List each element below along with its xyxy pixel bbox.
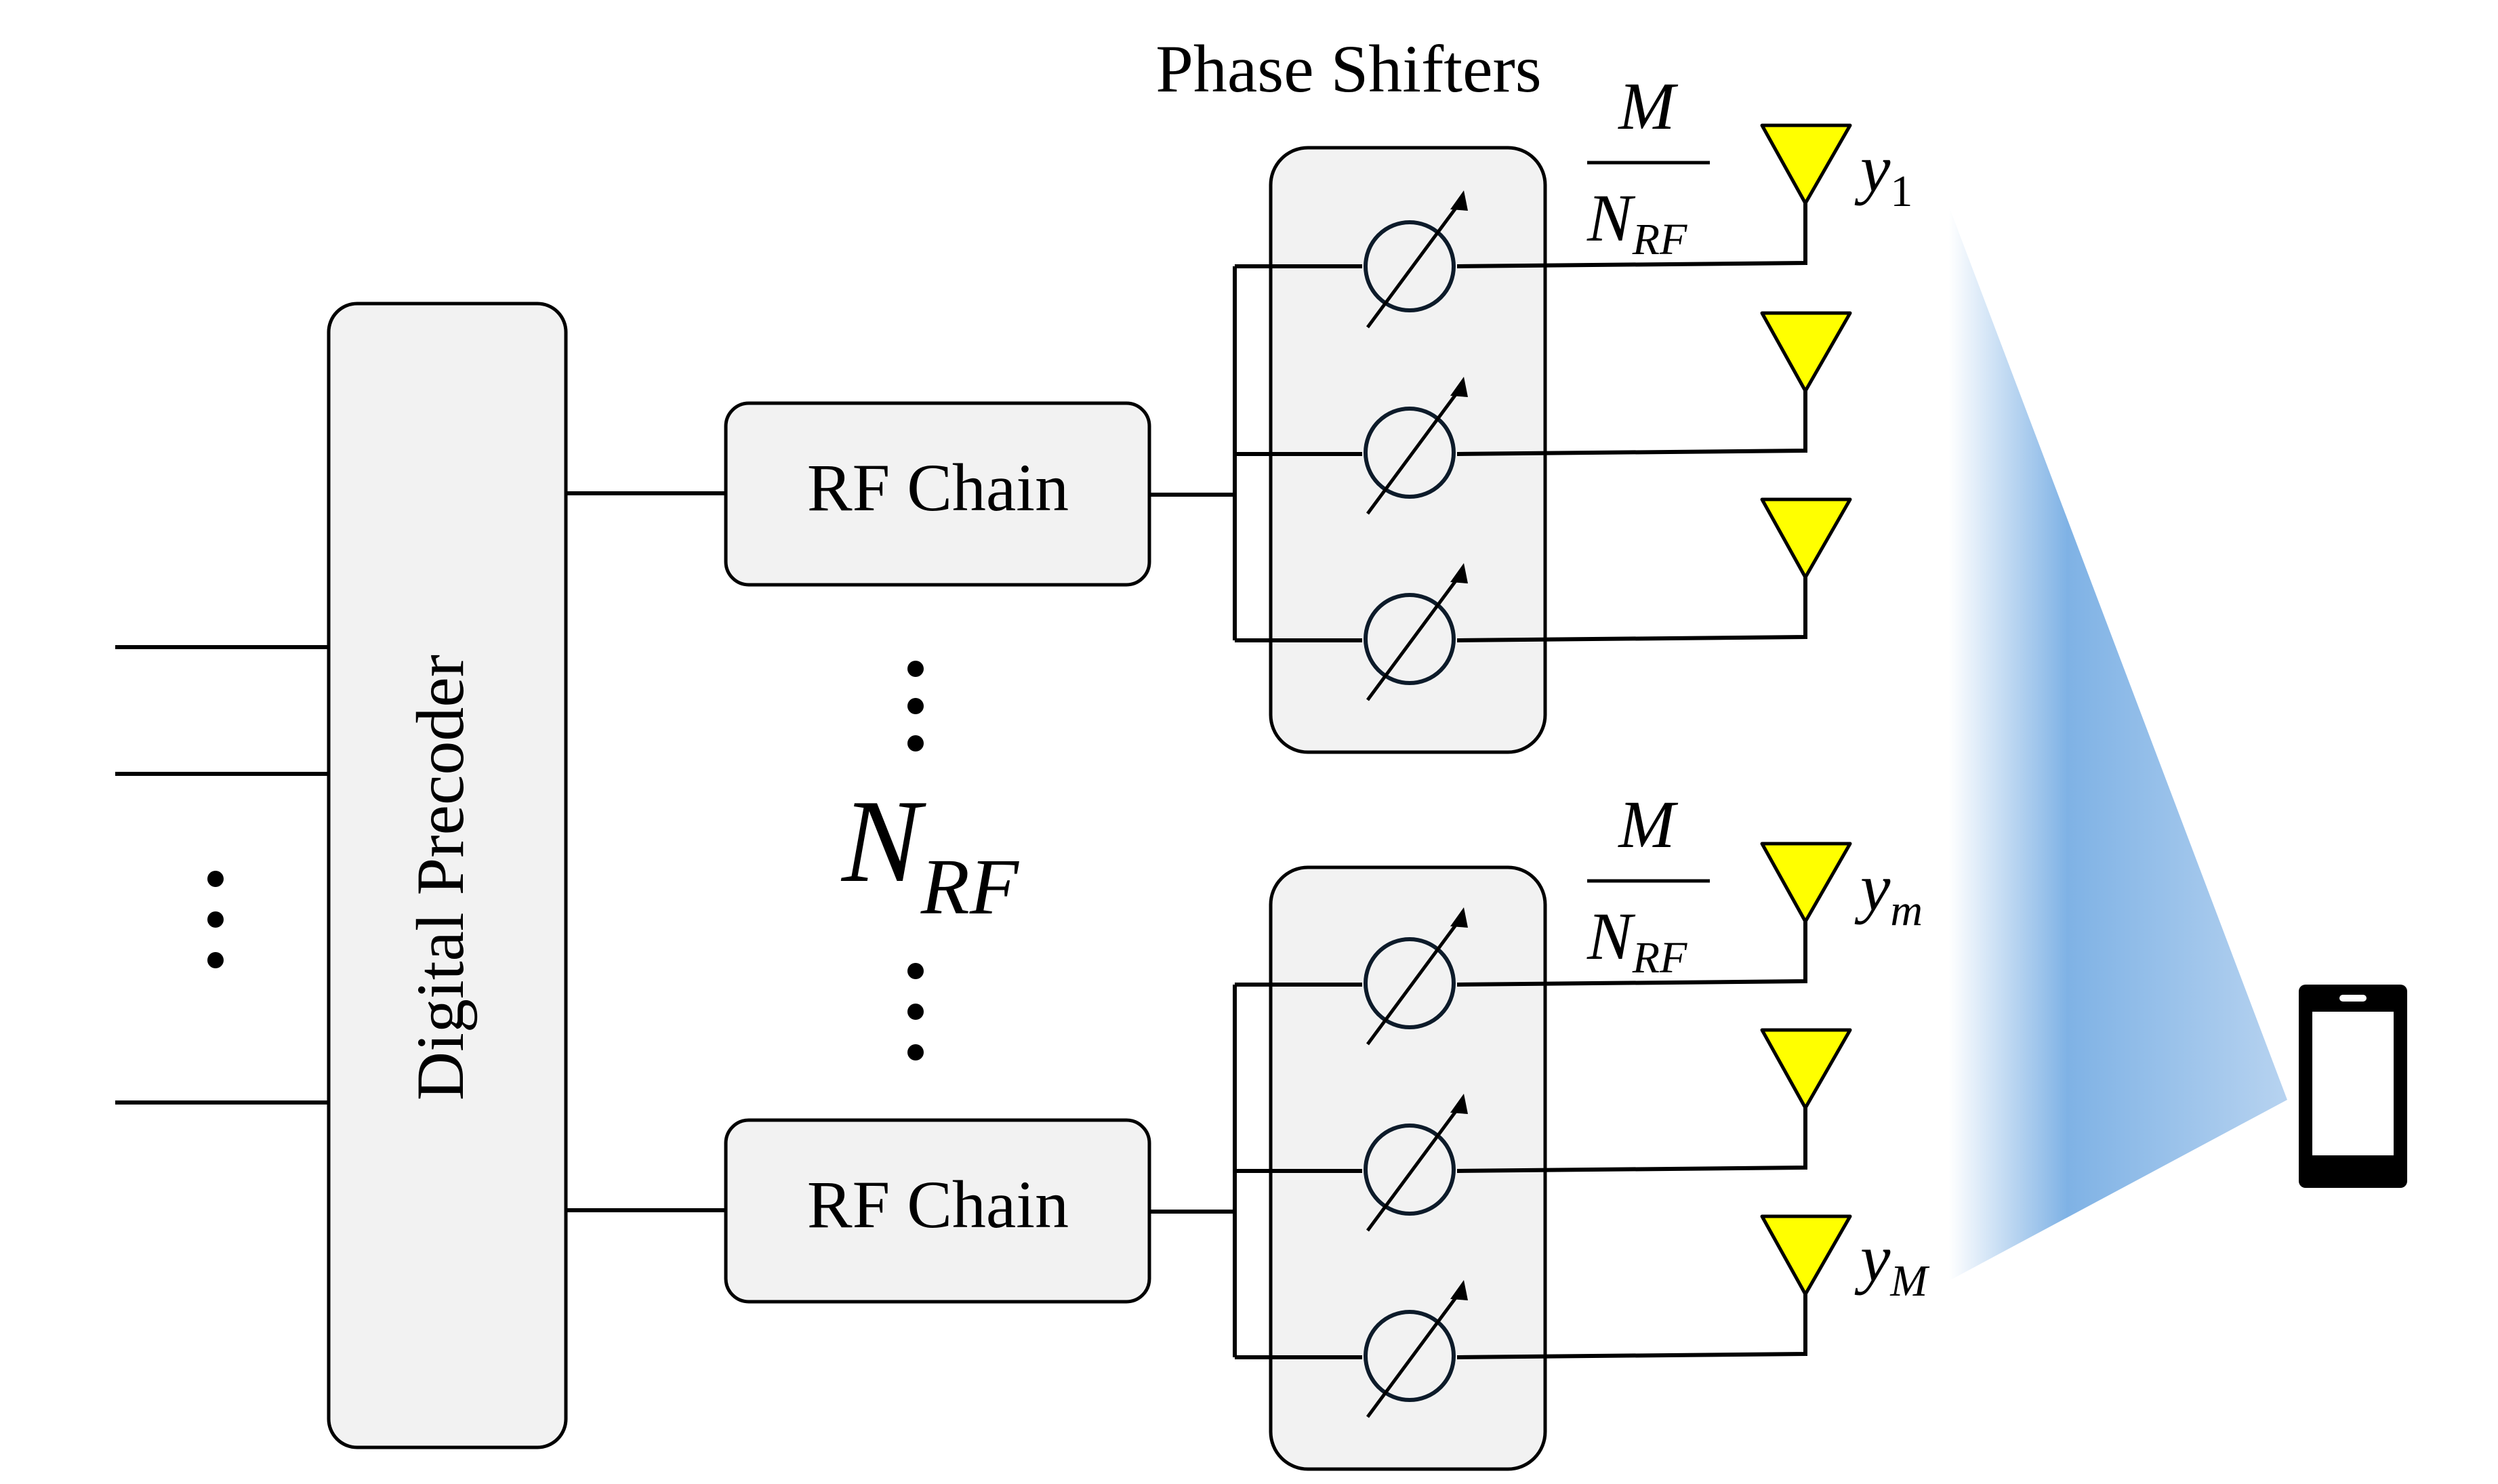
smartphone-icon bbox=[2299, 985, 2407, 1188]
rf-chain-ellipsis-top-icon bbox=[907, 661, 924, 751]
rf-chain-count-main: N bbox=[840, 775, 926, 907]
rf-chain-2: RF Chain bbox=[724, 1118, 1151, 1304]
antenna-icon bbox=[1760, 842, 1852, 924]
phase-shifter-icon bbox=[1364, 1094, 1468, 1232]
phase-shifter-icon bbox=[1364, 190, 1468, 329]
fraction-upper-denominator: NRF bbox=[1586, 180, 1687, 264]
upper-feed-wires bbox=[1149, 203, 1807, 642]
beam-icon bbox=[1949, 207, 2287, 1281]
antenna-icon bbox=[1760, 497, 1852, 579]
fraction-upper-numerator: M bbox=[1617, 68, 1678, 144]
lower-feed-wires bbox=[1149, 922, 1807, 1359]
rf-chain-1-label: RF Chain bbox=[807, 450, 1069, 525]
rf-chain-ellipsis-bottom-icon bbox=[907, 963, 924, 1060]
antenna-label-middle: ym bbox=[1854, 850, 1923, 935]
phase-shifter-icon bbox=[1364, 377, 1468, 515]
antenna-icon bbox=[1760, 1028, 1852, 1110]
phase-shifters-title: Phase Shifters bbox=[1155, 31, 1541, 106]
phase-shifter-icon bbox=[1364, 1280, 1468, 1418]
rf-chain-2-label: RF Chain bbox=[807, 1167, 1069, 1242]
digital-precoder-block: Digital Precoder bbox=[327, 302, 568, 1449]
fraction-upper: M NRF bbox=[1586, 68, 1710, 264]
digital-precoder-label: Digital Precoder bbox=[403, 655, 478, 1100]
rf-chain-count: NRF bbox=[840, 775, 1020, 931]
phase-shifter-icon bbox=[1364, 907, 1468, 1046]
antenna-icon bbox=[1760, 1214, 1852, 1296]
antenna-label-last: yM bbox=[1854, 1220, 1930, 1306]
antenna-icon bbox=[1760, 123, 1852, 205]
phase-shifter-icon bbox=[1364, 563, 1468, 701]
input-streams bbox=[115, 645, 329, 1105]
antenna-icon bbox=[1760, 311, 1852, 393]
antenna-label-first: y1 bbox=[1854, 131, 1912, 216]
rf-chain-count-sub: RF bbox=[920, 842, 1020, 931]
fraction-lower-denominator: NRF bbox=[1586, 899, 1687, 983]
fraction-lower-numerator: M bbox=[1617, 787, 1678, 862]
input-ellipsis-icon bbox=[207, 871, 224, 968]
fraction-lower: M NRF bbox=[1586, 787, 1710, 983]
rf-chain-1: RF Chain bbox=[724, 401, 1151, 587]
